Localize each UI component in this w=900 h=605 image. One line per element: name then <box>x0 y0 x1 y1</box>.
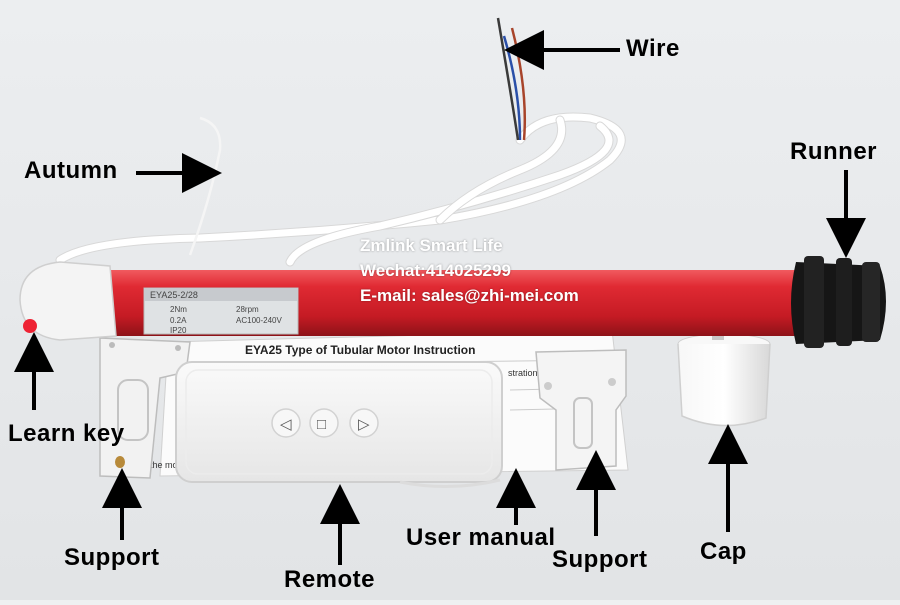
cap-part <box>677 326 771 427</box>
sticker-current: 0.2A <box>170 316 187 325</box>
tubular-motor: EYA25-2/28 2Nm 28rpm 0.2A AC100-240V IP2… <box>19 256 886 348</box>
motor-cable <box>55 112 626 267</box>
autumn-label: Autumn <box>24 157 118 184</box>
cap-label: Cap <box>700 538 747 565</box>
support-bracket-left <box>99 337 191 479</box>
watermark-wechat: Wechat:414025299 <box>360 261 511 280</box>
sticker-voltage: AC100-240V <box>236 316 282 325</box>
watermark-company: Zmlink Smart Life <box>360 236 503 255</box>
remote-stop-button <box>309 408 339 438</box>
sticker-model: EYA25-2/28 <box>150 290 198 300</box>
learn-key-label: Learn key <box>8 420 125 447</box>
remote-right-icon: ▷ <box>358 416 370 433</box>
callout-arrows <box>14 30 866 565</box>
wire-label: Wire <box>626 35 680 62</box>
watermark-email: E-mail: sales@zhi-mei.com <box>360 286 579 305</box>
support-bracket-right <box>535 349 627 471</box>
support-right-label: Support <box>552 546 648 573</box>
learn-key-button <box>23 319 37 333</box>
remote-label: Remote <box>284 566 376 593</box>
remote-stop-icon: □ <box>317 416 326 433</box>
runner-label: Runner <box>790 138 877 165</box>
remote-right-button <box>349 408 379 438</box>
manual-fragment-right: stration <box>508 368 538 378</box>
remote-left-icon: ◁ <box>280 416 292 433</box>
remote-left-button <box>271 408 301 438</box>
sticker-speed: 28rpm <box>236 305 259 314</box>
user-manual-label: User manual <box>406 524 556 551</box>
remote-control: ◁ □ ▷ <box>175 361 503 489</box>
support-left-label: Support <box>64 544 160 571</box>
manual-fragment-left: the mo <box>150 460 178 470</box>
sticker-ip: IP20 <box>170 326 187 335</box>
manual-title: EYA25 Type of Tubular Motor Instruction <box>245 343 475 357</box>
sticker-torque: 2Nm <box>170 305 187 314</box>
